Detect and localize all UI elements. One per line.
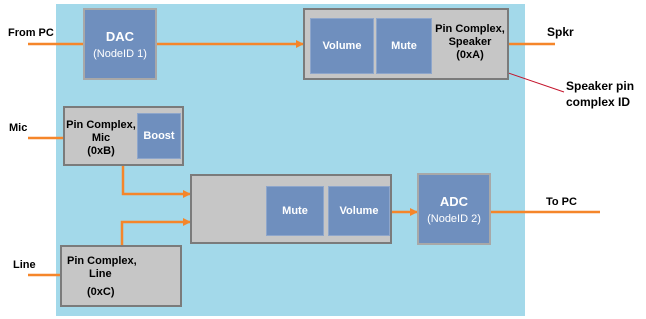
speaker-pin-label: Pin Complex, Speaker (0xA) [433,18,507,66]
mic-pin-line2: Mic [91,131,111,144]
dac-node-id: (NodeID 1) [93,47,147,60]
mixer-volume: Volume [328,186,390,236]
mic-label: Mic [9,122,28,134]
line-pin-line2: Line [89,268,112,280]
spkr-label: Spkr [547,25,574,39]
speaker-pin-line1: Pin Complex, [435,22,505,35]
dac-title: DAC [105,28,135,44]
mixer-block: Mute Volume [190,174,392,244]
line-pin-line3: (0xC) [87,286,115,298]
speaker-pin-line3: (0xA) [456,48,484,61]
adc-node-id: (NodeID 2) [427,212,481,225]
line-label: Line [13,259,36,271]
line-pin-label: Pin Complex, Line (0xC) [67,255,177,301]
mic-pin-line3: (0xB) [87,144,115,157]
speaker-pin-complex: Volume Mute Pin Complex, Speaker (0xA) [303,8,509,80]
dac-block: DAC (NodeID 1) [83,8,157,80]
line-pin-line1: Pin Complex, [67,255,137,267]
wire-mic-to-mixer [121,166,191,198]
adc-title: ADC [439,193,469,209]
from-pc-label: From PC [8,27,54,39]
mixer-mute: Mute [266,186,324,236]
mic-pin-line1: Pin Complex, [66,118,136,131]
mic-pin-complex: Pin Complex, Mic (0xB) Boost [63,106,184,166]
callout-line2: complex ID [566,95,631,109]
wire-line-to-mixer [120,218,191,246]
line-pin-complex: Pin Complex, Line (0xC) [60,245,182,307]
mic-boost: Boost [137,113,181,159]
mic-pin-label: Pin Complex, Mic (0xB) [65,114,137,162]
adc-block: ADC (NodeID 2) [417,173,491,245]
speaker-mute: Mute [376,18,432,74]
speaker-pin-line2: Speaker [448,35,492,48]
speaker-volume: Volume [310,18,374,74]
to-pc-label: To PC [546,196,577,208]
callout-line1: Speaker pin [566,79,635,93]
callout-text: Speaker pin complex ID [566,78,634,110]
